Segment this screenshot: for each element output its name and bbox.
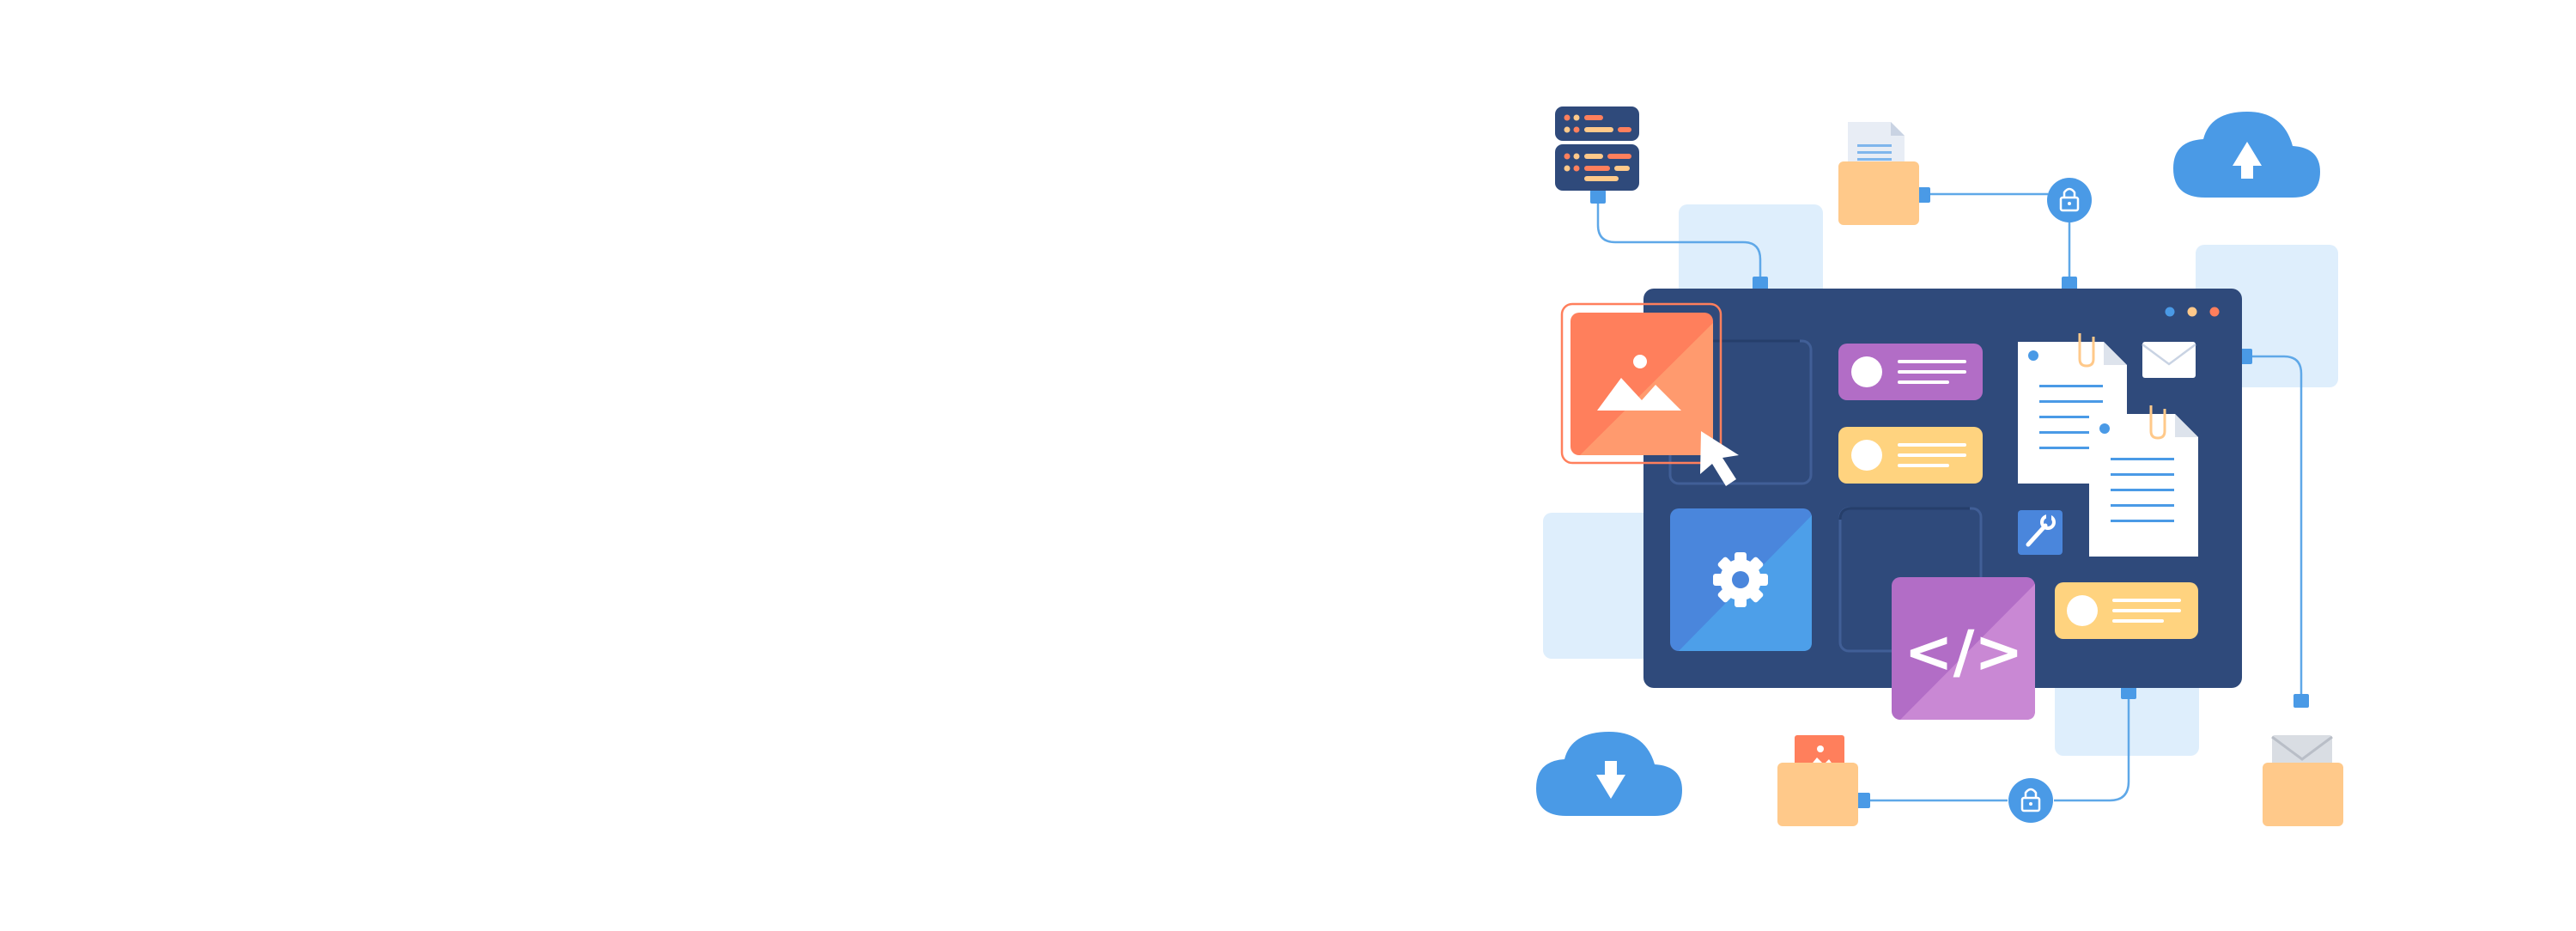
code-symbol: </> [1905, 618, 2024, 686]
server-icon [1555, 106, 1639, 191]
profile-card-yellow [1838, 427, 1983, 484]
gear-icon [1670, 508, 1812, 651]
wrench-icon [2018, 510, 2063, 555]
app-window [1643, 289, 2242, 688]
profile-card-purple [1838, 344, 1983, 400]
documents-icon [2018, 333, 2198, 557]
connector-lines [1596, 192, 2303, 802]
folder-mail-icon [2263, 735, 2343, 826]
folder-document-icon [1838, 122, 1919, 225]
image-icon [1560, 302, 1722, 465]
cloud-upload-icon [2173, 112, 2320, 198]
folder-image-icon [1777, 735, 1858, 826]
connector-nodes [1590, 187, 2309, 808]
cloud-download-icon [1536, 732, 1682, 816]
profile-card-yellow-small [2055, 582, 2198, 639]
cursor-icon [1700, 431, 1739, 486]
code-icon: </> [1892, 577, 2035, 720]
lock-icon [2047, 178, 2092, 222]
lock-icon [2008, 778, 2053, 823]
envelope-icon [2142, 342, 2196, 378]
